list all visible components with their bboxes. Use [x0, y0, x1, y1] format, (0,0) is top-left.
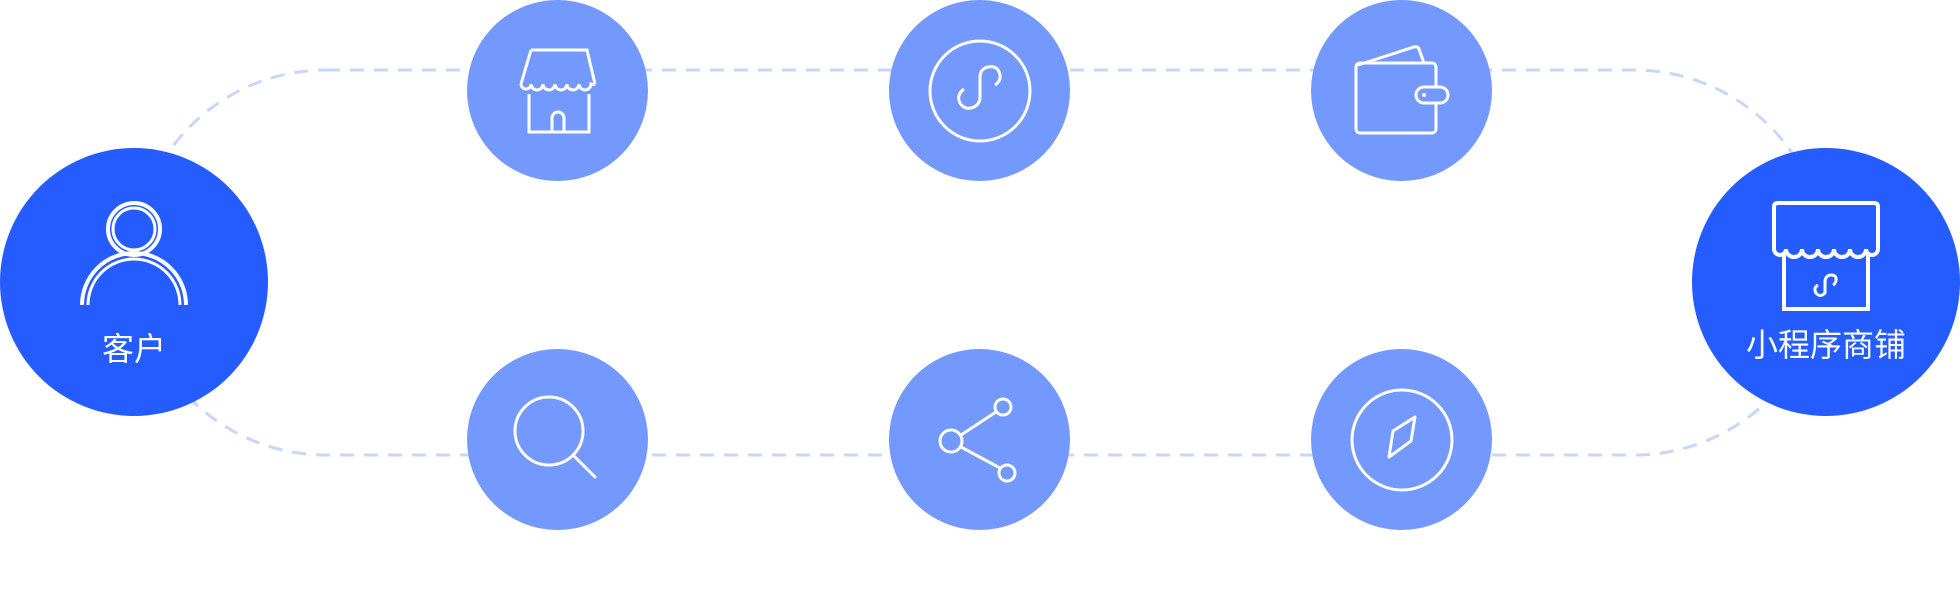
compass-node[interactable]: [1311, 349, 1492, 530]
customer-label: 客户: [101, 330, 166, 368]
mini-program-node[interactable]: [889, 0, 1070, 181]
mini-program-icon: [928, 39, 1031, 142]
shop-node[interactable]: [467, 0, 648, 181]
compass-icon: [1350, 388, 1453, 491]
customer-node[interactable]: 客户: [0, 148, 268, 416]
shop-icon: [519, 48, 596, 133]
search-icon: [513, 395, 596, 478]
user-icon: [80, 201, 188, 306]
mini-program-store-icon: [1772, 201, 1880, 311]
wallet-node[interactable]: [1311, 0, 1492, 181]
share-node[interactable]: [889, 349, 1070, 530]
wallet-icon: [1354, 44, 1449, 134]
search-node[interactable]: [467, 349, 648, 530]
share-icon: [938, 397, 1016, 482]
mini-program-store-node[interactable]: 小程序商铺: [1692, 148, 1960, 416]
mini-program-store-label: 小程序商铺: [1745, 326, 1906, 364]
